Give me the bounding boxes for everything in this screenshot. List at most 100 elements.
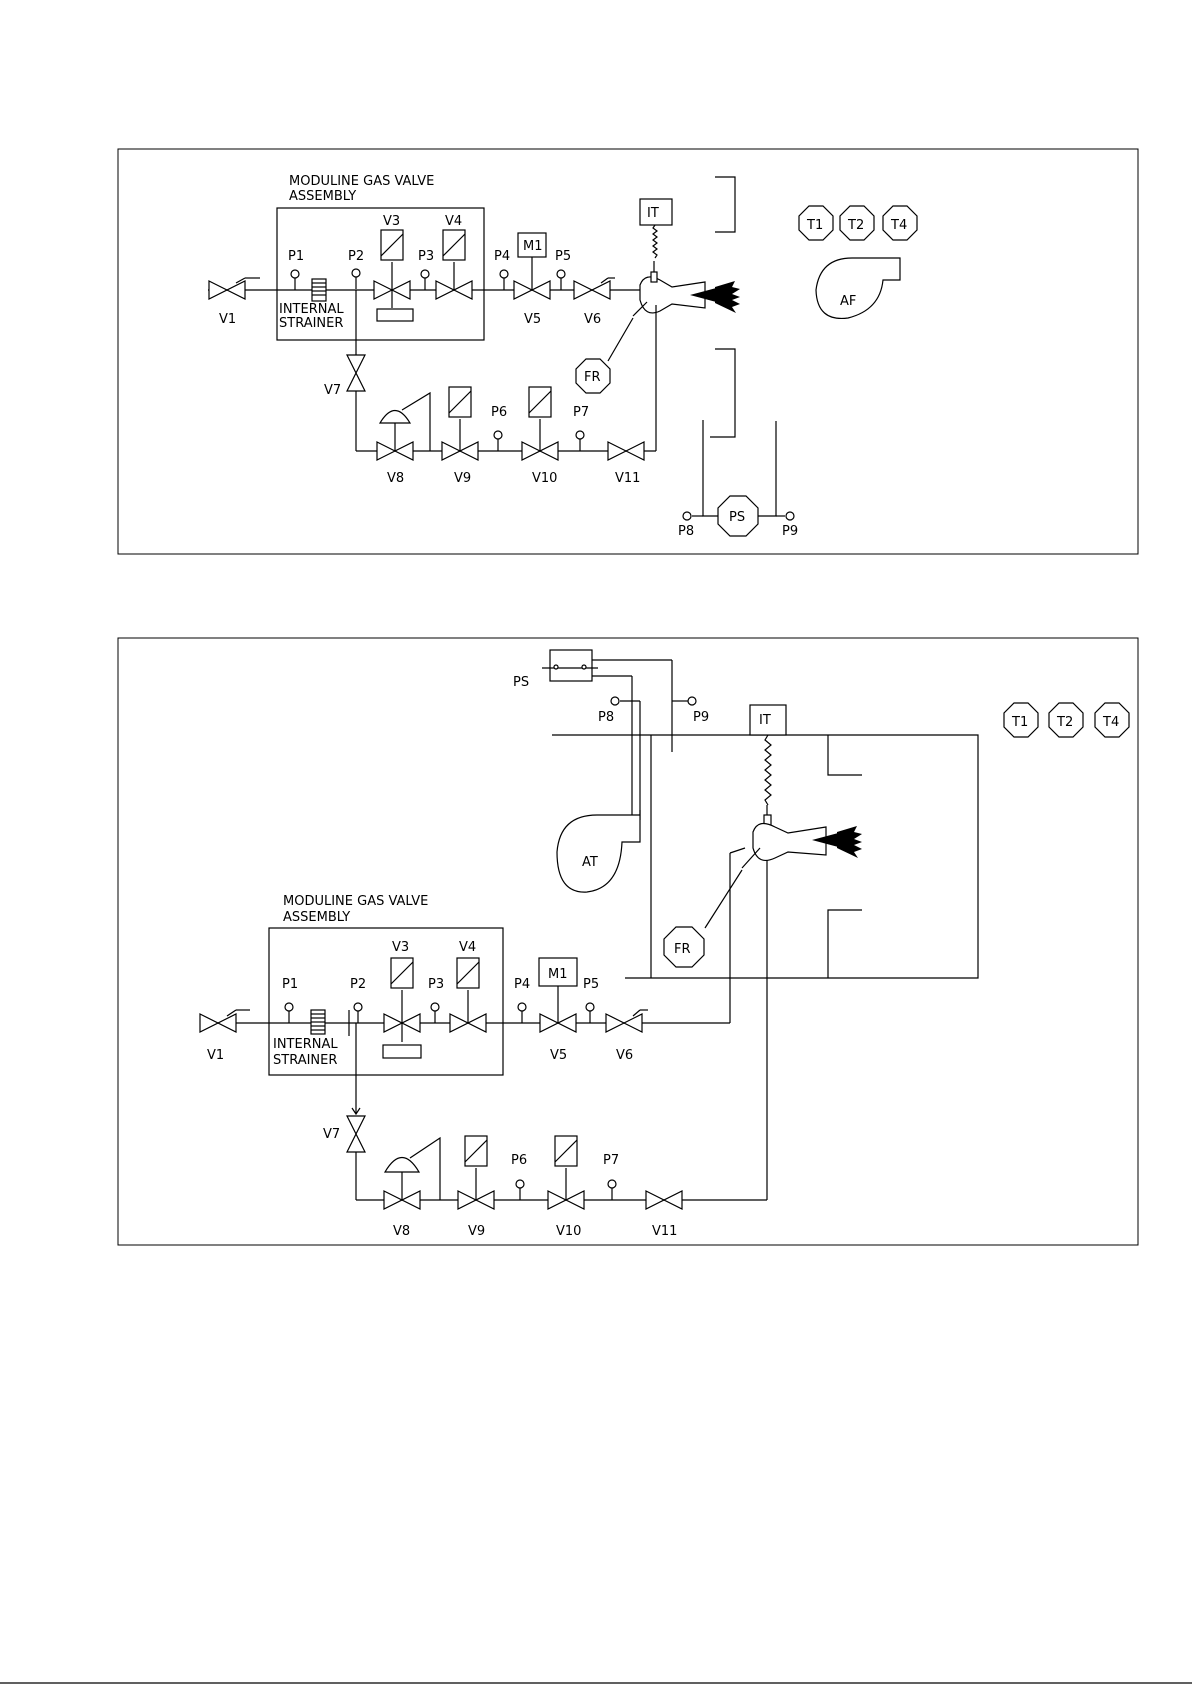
gauge-p6	[494, 431, 502, 451]
label-t1: T1	[806, 218, 823, 233]
gauge-p3	[431, 1003, 439, 1023]
label-t2: T2	[1056, 715, 1073, 730]
strainer-label-2: STRAINER	[279, 316, 343, 331]
label-m1: M1	[523, 239, 543, 254]
label-fr: FR	[674, 942, 691, 957]
valve-v11	[646, 1191, 682, 1209]
label-fr: FR	[584, 370, 601, 385]
diagram-1: MODULINE GAS VALVE ASSEMBLY V1 P1 INTERN…	[118, 149, 1138, 554]
gauge-p9	[688, 697, 696, 705]
gauge-p2	[354, 1003, 362, 1023]
valve-v1	[209, 281, 245, 299]
solenoid-v3	[391, 958, 413, 988]
gauge-p4	[500, 270, 508, 290]
burner-icon	[753, 805, 862, 860]
valve-v6	[574, 281, 610, 299]
label-t4: T4	[890, 218, 907, 233]
gauge-p8	[683, 512, 691, 520]
label-p1: P1	[288, 249, 304, 264]
regulator-diaphragm-icon	[380, 411, 410, 424]
label-v9: V9	[468, 1224, 485, 1239]
gauge-p6	[516, 1180, 524, 1200]
gauge-p5	[557, 270, 565, 290]
label-at: AT	[582, 855, 598, 870]
solenoid-v4	[443, 230, 465, 260]
label-p6: P6	[491, 405, 507, 420]
internal-strainer-icon	[312, 279, 326, 301]
label-p9: P9	[782, 524, 798, 539]
label-it: IT	[647, 206, 659, 221]
valve-v11	[608, 442, 644, 460]
label-p3: P3	[428, 977, 444, 992]
strainer-label: INTERNAL	[279, 302, 344, 317]
gauge-p5	[586, 1003, 594, 1023]
label-v3: V3	[383, 214, 400, 229]
label-p2: P2	[350, 977, 366, 992]
label-p7: P7	[573, 405, 589, 420]
label-v11: V11	[615, 471, 640, 486]
valve-v7	[347, 355, 365, 391]
label-v4: V4	[445, 214, 462, 229]
solenoid-v9	[449, 387, 471, 417]
solenoid-v9	[465, 1136, 487, 1166]
gauge-p1	[291, 270, 299, 290]
burner-icon	[640, 261, 740, 313]
assembly-subtitle: ASSEMBLY	[283, 910, 350, 925]
label-v7: V7	[324, 383, 341, 398]
gauge-p3	[421, 270, 429, 290]
diagram-1-frame	[118, 149, 1138, 554]
valve-v6	[606, 1014, 642, 1032]
label-v7: V7	[323, 1127, 340, 1142]
label-v11: V11	[652, 1224, 677, 1239]
label-ps: PS	[729, 510, 745, 525]
label-p2: P2	[348, 249, 364, 264]
regulator-diaphragm-icon	[385, 1158, 419, 1173]
valve-v1	[200, 1014, 236, 1032]
diagram-2-frame	[118, 638, 1138, 1245]
label-p8: P8	[678, 524, 694, 539]
strainer-label: INTERNAL	[273, 1037, 338, 1052]
label-p1: P1	[282, 977, 298, 992]
diagram-2: PS P8 P9 AT IT FR T1 T2 T4 MODULINE GAS …	[118, 638, 1138, 1245]
label-v5: V5	[524, 312, 541, 327]
internal-strainer-icon	[311, 1010, 325, 1034]
solenoid-v10	[529, 387, 551, 417]
solenoid-v10	[555, 1136, 577, 1166]
label-p4: P4	[494, 249, 510, 264]
assembly-subtitle: ASSEMBLY	[289, 189, 356, 204]
valve-v7	[347, 1116, 365, 1152]
label-v1: V1	[207, 1048, 224, 1063]
gauge-p7	[608, 1180, 616, 1200]
label-v5: V5	[550, 1048, 567, 1063]
label-p4: P4	[514, 977, 530, 992]
label-ps: PS	[513, 675, 529, 690]
label-v10: V10	[556, 1224, 581, 1239]
solenoid-v4	[457, 958, 479, 988]
label-af: AF	[840, 294, 856, 309]
fan-at-icon	[557, 810, 640, 892]
gauge-p2	[352, 269, 360, 289]
label-v9: V9	[454, 471, 471, 486]
label-v6: V6	[584, 312, 601, 327]
assembly-title: MODULINE GAS VALVE	[289, 174, 434, 189]
label-v4: V4	[459, 940, 476, 955]
label-t4: T4	[1102, 715, 1119, 730]
gauge-p8	[611, 697, 619, 705]
label-v10: V10	[532, 471, 557, 486]
label-v8: V8	[393, 1224, 410, 1239]
label-v6: V6	[616, 1048, 633, 1063]
gauge-p7	[576, 431, 584, 451]
assembly-title: MODULINE GAS VALVE	[283, 894, 428, 909]
label-it: IT	[759, 713, 771, 728]
label-p3: P3	[418, 249, 434, 264]
strainer-label-2: STRAINER	[273, 1053, 337, 1068]
label-v8: V8	[387, 471, 404, 486]
label-t2: T2	[847, 218, 864, 233]
label-p7: P7	[603, 1153, 619, 1168]
label-p5: P5	[555, 249, 571, 264]
label-p6: P6	[511, 1153, 527, 1168]
label-v1: V1	[219, 312, 236, 327]
gauge-p9	[786, 512, 794, 520]
fan-af-icon	[816, 258, 900, 318]
